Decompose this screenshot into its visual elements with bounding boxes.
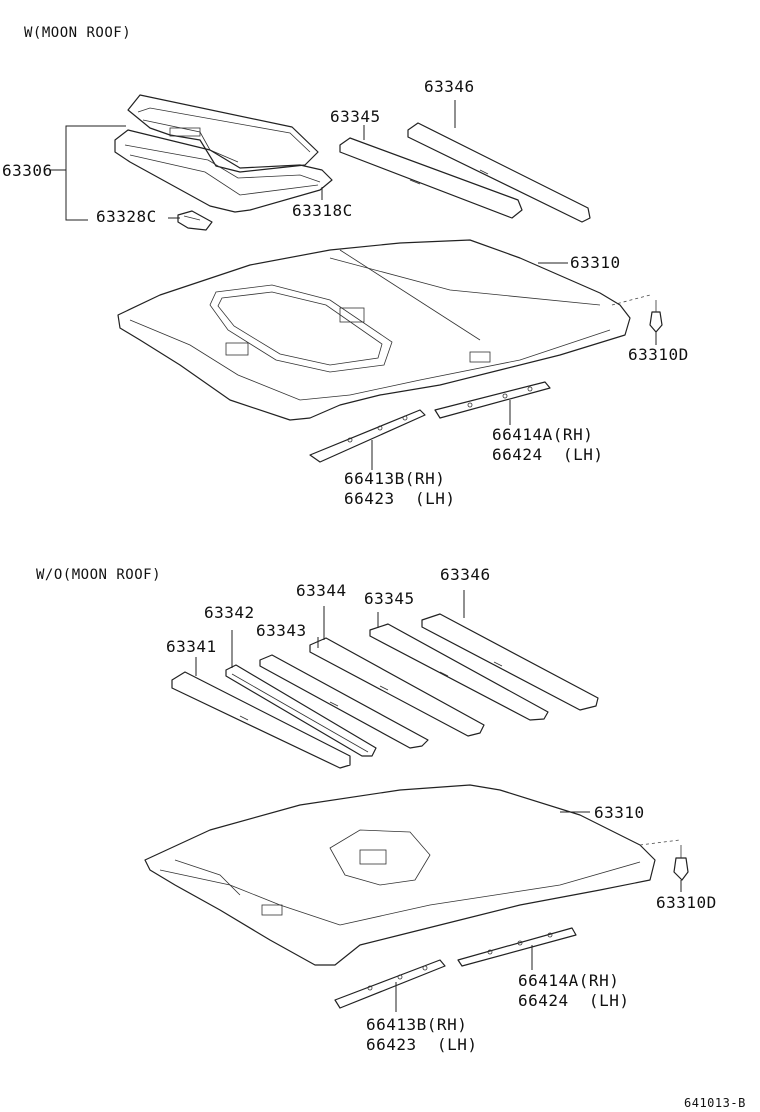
section-title-with-moonroof: W(MOON ROOF) [24, 25, 132, 41]
part-label-63310d-top: 63310D [628, 345, 689, 364]
part-label-63310-bottom: 63310 [594, 803, 645, 822]
part-label-63342: 63342 [204, 603, 255, 622]
headliner-63310-top [117, 239, 631, 421]
part-label-63318c: 63318C [292, 201, 353, 220]
part-label-66424-bottom: 66424 (LH) [518, 991, 630, 1010]
pad-63342 [225, 664, 377, 757]
pad-63341 [171, 671, 351, 769]
rail-66414a-bottom [457, 927, 577, 967]
pin-63310d-bottom [673, 845, 689, 881]
part-label-66413b-bottom: 66413B(RH) [366, 1015, 468, 1034]
part-label-66414a-top: 66414A(RH) [492, 425, 594, 444]
part-label-66423-bottom: 66423 (LH) [366, 1035, 478, 1054]
pad-63343 [259, 654, 429, 749]
part-label-63341: 63341 [166, 637, 217, 656]
headliner-63310-bottom [144, 784, 656, 966]
part-label-63346-top: 63346 [424, 77, 475, 96]
diagram-id: 641013-B [684, 1096, 746, 1110]
pad-63344 [309, 637, 485, 737]
part-label-63343: 63343 [256, 621, 307, 640]
pad-63345-top [339, 137, 523, 219]
part-label-66413b-top: 66413B(RH) [344, 469, 446, 488]
part-label-63310d-bottom: 63310D [656, 893, 717, 912]
rail-66413b-top [309, 409, 426, 463]
part-label-66423-top: 66423 (LH) [344, 489, 456, 508]
pad-63346-bottom [421, 613, 599, 711]
part-label-63310-top: 63310 [570, 253, 621, 272]
part-label-63345-bottom: 63345 [364, 589, 415, 608]
section-title-without-moonroof: W/O(MOON ROOF) [36, 567, 162, 583]
rail-66414a-top [434, 381, 551, 419]
part-label-63346-bottom: 63346 [440, 565, 491, 584]
part-label-66414a-bottom: 66414A(RH) [518, 971, 620, 990]
sunshade-panel-63306 [114, 94, 333, 213]
pad-63346-top [407, 122, 591, 223]
part-label-63344: 63344 [296, 581, 347, 600]
clip-63328c [177, 210, 213, 231]
part-label-63345-top: 63345 [330, 107, 381, 126]
part-label-66424-top: 66424 (LH) [492, 445, 604, 464]
rail-66413b-bottom [334, 959, 446, 1009]
pad-63345-bottom [369, 623, 549, 721]
part-label-63328c: 63328C [96, 207, 157, 226]
part-label-63306: 63306 [2, 161, 53, 180]
pin-63310d-top [649, 300, 663, 333]
